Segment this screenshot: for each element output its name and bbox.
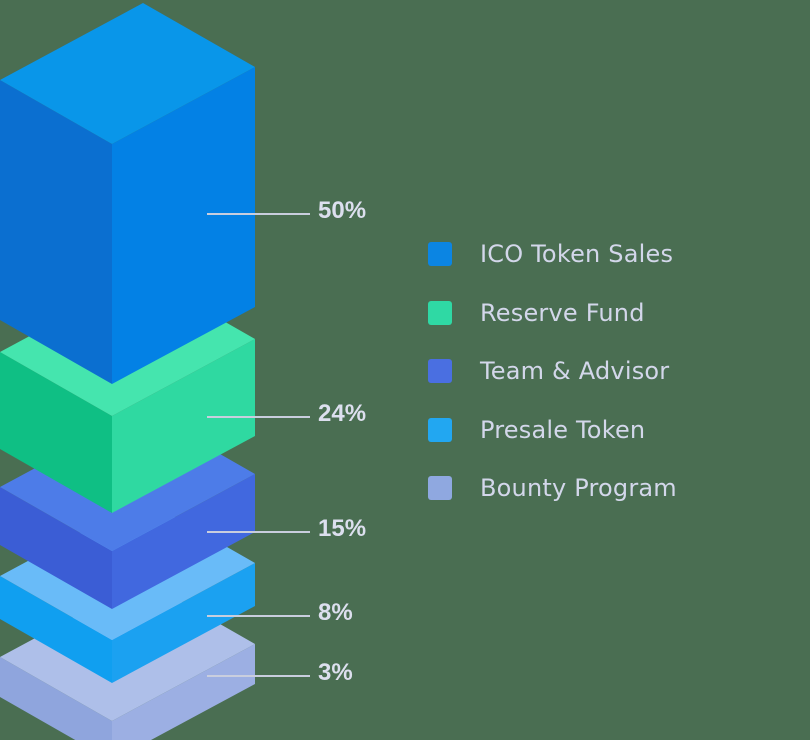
legend-item-presale-token: Presale Token bbox=[428, 415, 677, 444]
layer-presale-token-left-face bbox=[0, 576, 112, 683]
layer-reserve-fund-left-face bbox=[0, 352, 112, 513]
legend-item-ico-token-sales: ICO Token Sales bbox=[428, 240, 677, 268]
legend-item-bounty-program: Bounty Program bbox=[428, 474, 677, 502]
percent-label-presale-token: 8% bbox=[318, 599, 353, 626]
legend-item-team-advisor: Team & Advisor bbox=[428, 357, 677, 385]
layer-ico-token-sales-top-face bbox=[0, 3, 255, 144]
legend-label-bounty-program: Bounty Program bbox=[480, 474, 677, 502]
legend-swatch-bounty-program bbox=[428, 476, 452, 500]
percent-label-ico-token-sales: 50% bbox=[318, 197, 367, 224]
layer-team-advisor-right-face bbox=[112, 474, 255, 609]
legend-label-presale-token: Presale Token bbox=[480, 415, 646, 444]
layer-team-advisor-left-face bbox=[0, 487, 112, 609]
legend-swatch-ico-token-sales bbox=[428, 242, 452, 266]
legend-label-reserve-fund: Reserve Fund bbox=[480, 298, 645, 327]
legend-label-ico-token-sales: ICO Token Sales bbox=[480, 240, 674, 268]
percent-label-reserve-fund: 24% bbox=[318, 400, 367, 427]
legend-label-team-advisor: Team & Advisor bbox=[480, 357, 670, 385]
layer-bounty-program-right-face bbox=[112, 644, 255, 740]
legend-swatch-presale-token bbox=[428, 417, 452, 442]
legend-swatch-reserve-fund bbox=[428, 300, 452, 325]
layer-ico-token-sales-left-face bbox=[0, 80, 112, 384]
layer-reserve-fund-right-face bbox=[112, 339, 255, 513]
legend-swatch-team-advisor bbox=[428, 359, 452, 383]
layer-ico-token-sales-right-face bbox=[112, 67, 255, 384]
layer-presale-token-right-face bbox=[112, 563, 255, 683]
layer-bounty-program-left-face bbox=[0, 657, 112, 740]
percent-label-bounty-program: 3% bbox=[318, 659, 353, 686]
legend-item-reserve-fund: Reserve Fund bbox=[428, 298, 677, 327]
percent-label-team-advisor: 15% bbox=[318, 515, 367, 542]
